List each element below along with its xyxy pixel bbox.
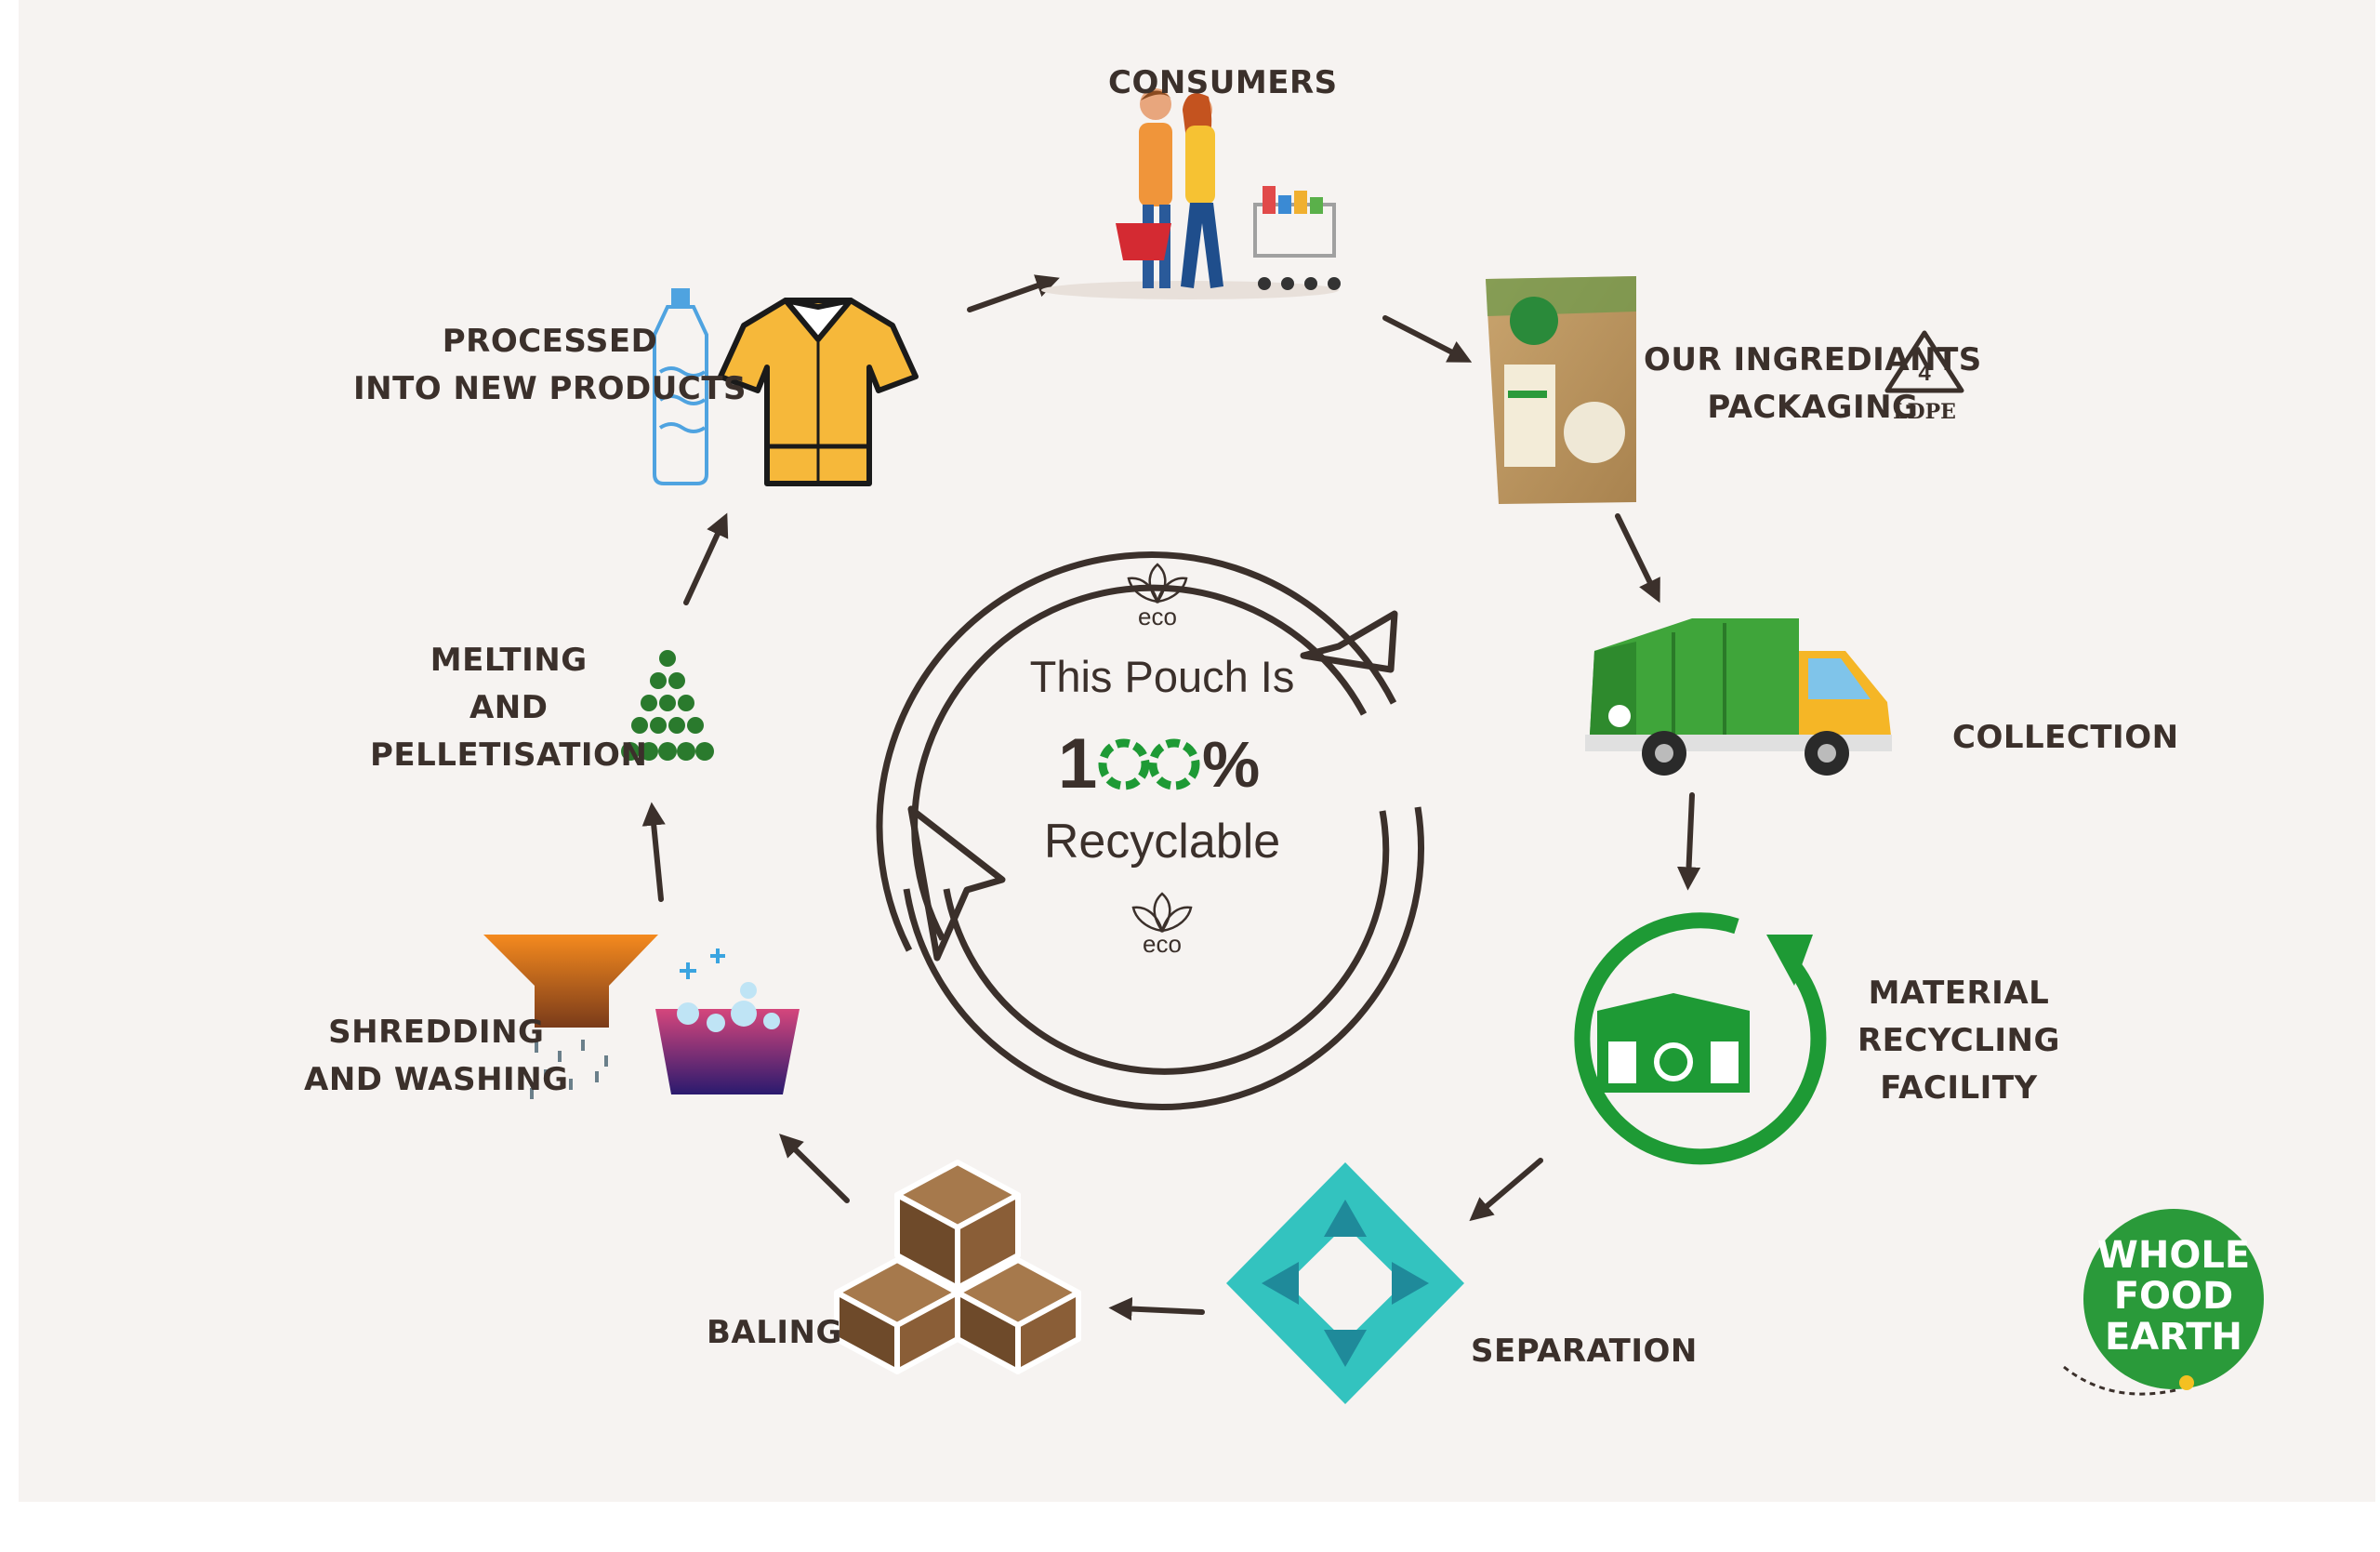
center-line-3: Recyclable [1043, 815, 1281, 869]
arrow-mrf-to-separation [1469, 1158, 1543, 1222]
label-packaging-line-1: OUR INGREDIANTS [1644, 341, 1982, 378]
arrow-shredding-to-melting [641, 802, 666, 902]
label-melting-line-2: AND [469, 689, 549, 726]
recycle-loop-icon [876, 551, 1424, 1110]
label-consumers: CONSUMERS [1108, 60, 1338, 107]
label-melting-line-3: PELLETISATION [370, 736, 648, 774]
arrow-processed-to-consumers [967, 274, 1060, 312]
arrow-packaging-to-collection [1615, 513, 1660, 604]
logo-line-3: EARTH [2104, 1316, 2243, 1359]
logo-text: WHOLE FOOD EARTH [2090, 1235, 2257, 1358]
label-processed-line-1: PROCESSED [442, 323, 658, 360]
arrow-consumers-to-packaging [1382, 315, 1473, 363]
eco-label-top: eco [1138, 603, 1177, 630]
ldpe-code: LDPE [1893, 400, 1956, 424]
baling-cubes-icon [834, 1160, 1081, 1374]
ldpe-number: 4 [1918, 361, 1931, 386]
pouch-packaging-icon [1486, 276, 1636, 504]
consumers-icon [1041, 88, 1341, 299]
label-separation: SEPARATION [1471, 1328, 1698, 1375]
center-line-1: This Pouch Is [1029, 652, 1295, 701]
percent-zero-rings [1098, 738, 1200, 790]
label-separation-line: SEPARATION [1471, 1333, 1698, 1370]
percent-digit-one: 1 [1058, 724, 1098, 803]
eco-leaf-top-icon [1127, 563, 1188, 604]
flow-arrows [641, 274, 1701, 1321]
label-melting: MELTING AND PELLETISATION [370, 637, 647, 779]
shirt-icon [718, 298, 919, 486]
percent-sign: % [1202, 728, 1261, 801]
label-mrf-line-3: FACILITY [1880, 1069, 2038, 1107]
label-baling: BALING [707, 1309, 842, 1357]
arrow-melting-to-processed [683, 512, 729, 605]
shredding-washing-icon [483, 935, 800, 1099]
separation-icon [1226, 1162, 1464, 1404]
whole-food-earth-logo [2063, 1209, 2264, 1396]
label-baling-line: BALING [707, 1314, 842, 1351]
eco-label-bottom: eco [1143, 930, 1182, 958]
label-packaging: OUR INGREDIANTS PACKAGING [1644, 337, 1982, 431]
label-collection-line: COLLECTION [1952, 719, 2179, 756]
garbage-truck-icon [1585, 618, 1892, 776]
label-shredding-line-2: AND WASHING [304, 1061, 569, 1098]
label-collection: COLLECTION [1952, 714, 2179, 762]
label-consumers-line: CONSUMERS [1108, 64, 1338, 101]
recycling-facility-icon [1574, 912, 1827, 1165]
label-melting-line-1: MELTING [430, 642, 588, 679]
eco-leaf-bottom-icon [1131, 892, 1193, 934]
label-processed-line-2: INTO NEW PRODUCTS [353, 370, 747, 407]
label-packaging-line-2: PACKAGING [1707, 389, 1919, 426]
label-processed: PROCESSED INTO NEW PRODUCTS [353, 318, 747, 413]
pellets-icon [621, 650, 714, 761]
arrow-collection-to-mrf [1676, 792, 1701, 891]
arrow-baling-to-shredding [779, 1134, 850, 1203]
logo-line-2: FOOD [2113, 1275, 2234, 1318]
label-shredding: SHREDDING AND WASHING [304, 1009, 569, 1104]
label-mrf: MATERIAL RECYCLING FACILITY [1858, 970, 2060, 1112]
bottle-icon [653, 288, 708, 485]
label-shredding-line-1: SHREDDING [328, 1014, 545, 1051]
label-mrf-line-2: RECYCLING [1858, 1022, 2060, 1059]
ldpe-recycle-icon [1884, 330, 1964, 393]
arrow-separation-to-baling [1108, 1296, 1205, 1321]
label-mrf-line-1: MATERIAL [1868, 975, 2050, 1012]
logo-line-1: WHOLE [2096, 1234, 2251, 1277]
